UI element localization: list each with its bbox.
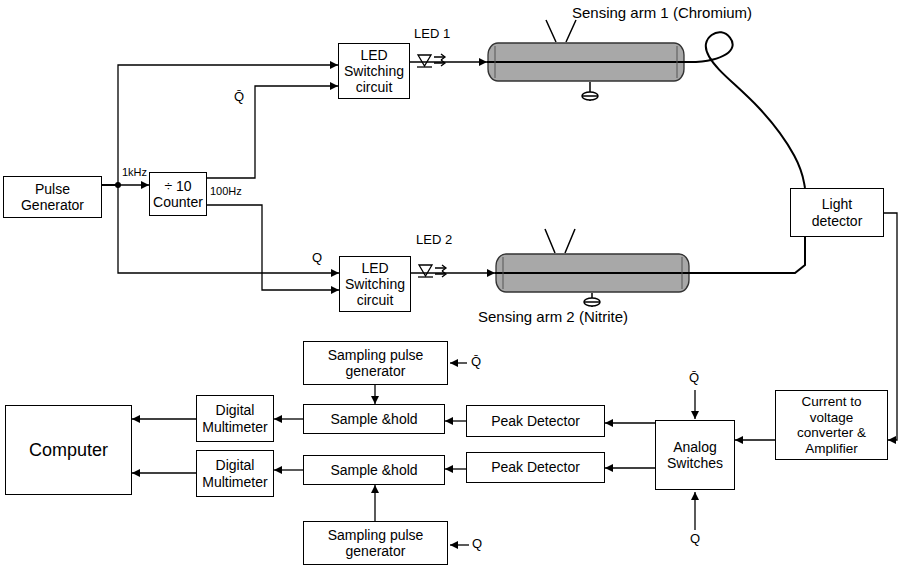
led-symbol (418, 265, 446, 277)
control-arrow (694, 492, 695, 530)
signal-name: Q (472, 537, 482, 552)
box-label: Digital Multimeter (201, 457, 269, 489)
signal-name: Q (690, 532, 700, 547)
box-label: Pulse Generator (8, 181, 97, 213)
signal-line (102, 65, 338, 185)
tube-body (496, 254, 689, 292)
signal-name: Q̄ (689, 371, 699, 386)
control-arrow (694, 390, 695, 419)
optical-fiber (685, 32, 805, 188)
box-label: Computer (29, 440, 108, 461)
signal-line (132, 418, 196, 419)
box-label: ÷ 10 Counter (153, 178, 203, 210)
process-box: Current to voltage converter & Amplifier (775, 390, 888, 460)
signal-line (207, 86, 338, 178)
computer-box: Computer (5, 405, 132, 495)
frequency-label: 100Hz (210, 185, 242, 198)
box-label: Sample &hold (330, 411, 417, 427)
signal-line (445, 468, 466, 469)
sensing-arm: Sensing arm 1 (Chromium) (487, 42, 685, 82)
control-arrow (450, 362, 467, 363)
signal-name: Q̄ (234, 90, 244, 105)
tube-shape (487, 42, 685, 82)
signal-line (132, 472, 196, 473)
process-box: LED Switching circuit (339, 256, 411, 312)
arm-heading: Sensing arm 2 (Nitrite) (478, 308, 628, 325)
frequency-label: 1kHz (122, 166, 147, 179)
signal-line (274, 469, 303, 470)
optical-fiber (690, 237, 805, 273)
detector-box: Light detector (790, 188, 884, 237)
outlet-clamp (584, 298, 600, 306)
box-label: Current to voltage converter & Amplifier (780, 394, 883, 456)
signal-line (207, 205, 339, 290)
signal-line (374, 485, 375, 521)
signal-line (735, 439, 775, 440)
box-label: Digital Multimeter (201, 402, 269, 434)
meter-box: Digital Multimeter (196, 395, 274, 442)
led-symbol (419, 265, 432, 276)
component-label: LED 1 (414, 27, 450, 42)
box-label: Peak Detector (491, 413, 580, 429)
signal-line (102, 185, 339, 273)
box-label: Light detector (795, 196, 879, 228)
arm-heading: Sensing arm 1 (Chromium) (572, 4, 752, 21)
sensing-arm: Sensing arm 2 (Nitrite) (495, 253, 690, 293)
signal-line (411, 272, 495, 273)
led-symbol (442, 265, 446, 277)
outlet-clamp (582, 92, 598, 100)
optical-fiber (487, 61, 685, 63)
switch-box: Analog Switches (655, 420, 735, 490)
signal-line (410, 61, 487, 62)
box-label: Sampling pulse generator (308, 527, 443, 559)
process-box: Sample &hold (303, 455, 445, 485)
signal-line (274, 418, 303, 419)
box-label: Peak Detector (491, 459, 580, 475)
process-box: Sampling pulse generator (303, 521, 448, 565)
led-symbol (441, 54, 445, 66)
box-label: Analog Switches (660, 439, 730, 471)
tube-end (682, 257, 683, 289)
box-label: Sampling pulse generator (308, 347, 443, 379)
signal-line (374, 385, 375, 404)
meter-box: Digital Multimeter (196, 450, 274, 497)
process-box: Pulse Generator (3, 176, 102, 218)
led-symbol (418, 276, 433, 277)
process-box: Peak Detector (466, 405, 605, 437)
tube-shape (495, 253, 690, 293)
box-label: Sample &hold (330, 462, 417, 478)
process-box: Peak Detector (466, 452, 605, 483)
process-box: Sample &hold (303, 404, 445, 434)
signal-line (445, 420, 466, 421)
tube-end (677, 46, 678, 78)
process-box: Sampling pulse generator (303, 341, 448, 385)
process-box: LED Switching circuit (338, 43, 410, 99)
box-label: LED Switching circuit (343, 47, 405, 95)
signal-line (605, 467, 655, 468)
outlet-clamp (582, 95, 598, 97)
tube-body (488, 43, 684, 81)
tube-end (495, 46, 496, 78)
led-symbol (417, 54, 445, 67)
led-symbol (417, 66, 432, 67)
outlet-clamp (584, 301, 600, 303)
inlet-tube (546, 20, 576, 42)
signal-name: Q̄ (471, 355, 481, 370)
inlet-tube (545, 229, 575, 253)
signal-line (605, 422, 655, 423)
box-label: LED Switching circuit (344, 260, 406, 308)
control-arrow (450, 544, 469, 545)
optical-fiber (495, 272, 690, 274)
signal-name: Q (312, 251, 322, 266)
counter-box: ÷ 10 Counter (149, 172, 207, 216)
component-label: LED 2 (416, 233, 452, 248)
led-symbol (418, 55, 431, 66)
tube-end (503, 257, 504, 289)
